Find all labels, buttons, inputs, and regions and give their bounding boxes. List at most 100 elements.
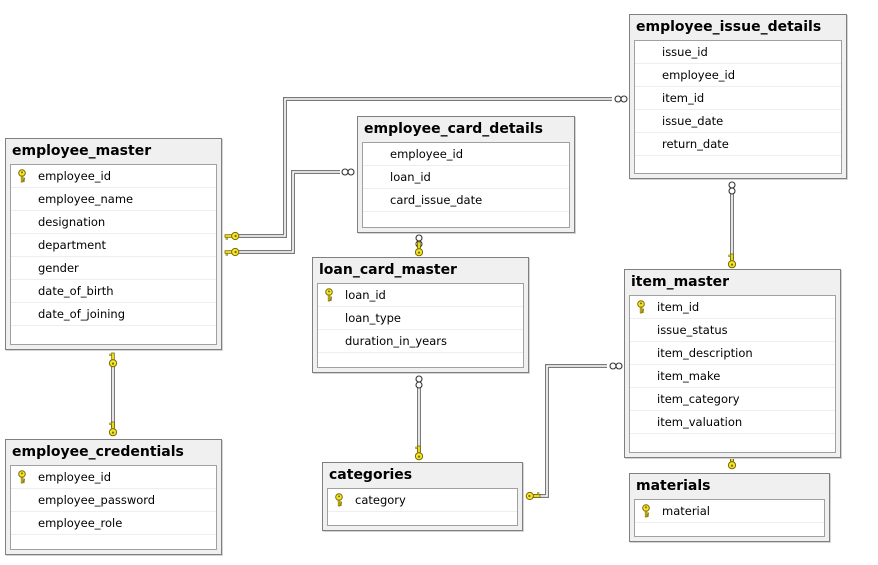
column-row[interactable]: item_category [630, 388, 835, 411]
column-list: employee_id employee_password employee_rol… [10, 465, 217, 550]
table-title: materials [636, 478, 711, 494]
column-row[interactable]: employee_id [363, 143, 569, 166]
infinity-end-icon [614, 95, 628, 103]
column-row[interactable]: designation [11, 211, 216, 234]
column-name: return_date [662, 137, 729, 151]
key-icon [330, 489, 348, 511]
key-end-icon [224, 247, 240, 257]
key-icon [320, 284, 338, 306]
table-title: categories [329, 467, 413, 483]
table-title: employee_card_details [364, 121, 543, 137]
infinity-end-icon [341, 168, 355, 176]
column-name: date_of_joining [38, 307, 126, 321]
column-row[interactable]: date_of_birth [11, 280, 216, 303]
column-name: employee_id [38, 169, 112, 183]
table-title: loan_card_master [319, 262, 457, 278]
infinity-end-icon [415, 375, 423, 389]
column-name: designation [38, 215, 106, 229]
key-end-icon [525, 491, 541, 501]
column-row[interactable]: date_of_joining [11, 303, 216, 326]
column-name: material [662, 504, 710, 518]
table-title: employee_master [12, 143, 152, 159]
column-name: item_id [657, 300, 700, 314]
column-row[interactable]: card_issue_date [363, 189, 569, 212]
column-name: loan_type [345, 311, 402, 325]
table-employee-master[interactable]: employee_master employee_id employee_name… [5, 138, 222, 350]
column-name: item_valuation [657, 415, 743, 429]
column-name: card_issue_date [390, 193, 483, 207]
key-end-icon [727, 253, 737, 269]
column-row[interactable]: gender [11, 257, 216, 280]
column-list: material [634, 499, 825, 537]
column-row[interactable]: loan_type [318, 307, 523, 330]
column-name: gender [38, 261, 79, 275]
column-list: category [327, 488, 518, 526]
column-row[interactable]: issue_date [635, 110, 841, 133]
column-row[interactable]: issue_id [635, 41, 841, 64]
column-name: department [38, 238, 107, 252]
key-end-icon [414, 445, 424, 461]
column-list: loan_id loan_type duration_in_years [317, 283, 524, 368]
column-row[interactable]: employee_password [11, 489, 216, 512]
column-row[interactable]: employee_name [11, 188, 216, 211]
column-list: employee_id loan_id card_issue_date [362, 142, 570, 228]
table-item-master[interactable]: item_master item_id issue_status item_desc… [624, 269, 841, 458]
column-list: item_id issue_status item_description item_… [629, 295, 836, 453]
table-title: item_master [631, 274, 730, 290]
table-materials[interactable]: materials material [629, 473, 830, 542]
column-row[interactable]: item_valuation [630, 411, 835, 434]
column-row[interactable]: employee_id [635, 64, 841, 87]
column-name: employee_id [38, 470, 112, 484]
column-row[interactable]: item_make [630, 365, 835, 388]
column-row[interactable]: issue_status [630, 319, 835, 342]
column-row[interactable]: duration_in_years [318, 330, 523, 353]
column-name: loan_id [390, 170, 431, 184]
column-name: issue_date [662, 114, 724, 128]
table-title: employee_credentials [12, 444, 184, 460]
column-list: employee_id employee_name designation depar… [10, 164, 217, 345]
key-icon [13, 165, 31, 187]
table-employee-issue-details[interactable]: employee_issue_details issue_id employee_… [629, 14, 847, 179]
infinity-end-icon [728, 181, 736, 195]
column-name: loan_id [345, 288, 386, 302]
column-name: item_id [662, 91, 705, 105]
column-name: employee_role [38, 516, 123, 530]
column-row[interactable]: material [635, 500, 824, 523]
column-name: item_description [657, 346, 753, 360]
infinity-end-icon [609, 362, 623, 370]
column-row[interactable]: loan_id [318, 284, 523, 307]
column-row[interactable]: employee_id [11, 466, 216, 489]
table-title: employee_issue_details [636, 19, 822, 35]
column-row[interactable]: loan_id [363, 166, 569, 189]
column-row[interactable]: item_description [630, 342, 835, 365]
column-name: date_of_birth [38, 284, 114, 298]
column-name: item_category [657, 392, 740, 406]
column-row[interactable]: item_id [635, 87, 841, 110]
table-employee-card-details[interactable]: employee_card_details employee_id loan_id… [357, 116, 575, 233]
key-end-icon [414, 241, 424, 257]
column-row[interactable]: employee_id [11, 165, 216, 188]
key-end-icon [108, 421, 118, 437]
column-row[interactable]: category [328, 489, 517, 512]
key-icon [632, 296, 650, 318]
column-row[interactable]: employee_role [11, 512, 216, 535]
column-name: item_make [657, 369, 721, 383]
column-name: employee_name [38, 192, 134, 206]
table-categories[interactable]: categories category [322, 462, 523, 531]
column-name: category [355, 493, 406, 507]
relationship-categories-item[interactable] [533, 364, 607, 498]
column-row[interactable]: return_date [635, 133, 841, 156]
key-end-icon [224, 231, 240, 241]
column-name: duration_in_years [345, 334, 448, 348]
column-name: issue_id [662, 45, 708, 59]
key-end-icon [108, 352, 118, 368]
key-icon [637, 500, 655, 522]
column-row[interactable]: department [11, 234, 216, 257]
column-name: employee_password [38, 493, 156, 507]
column-row[interactable]: item_id [630, 296, 835, 319]
